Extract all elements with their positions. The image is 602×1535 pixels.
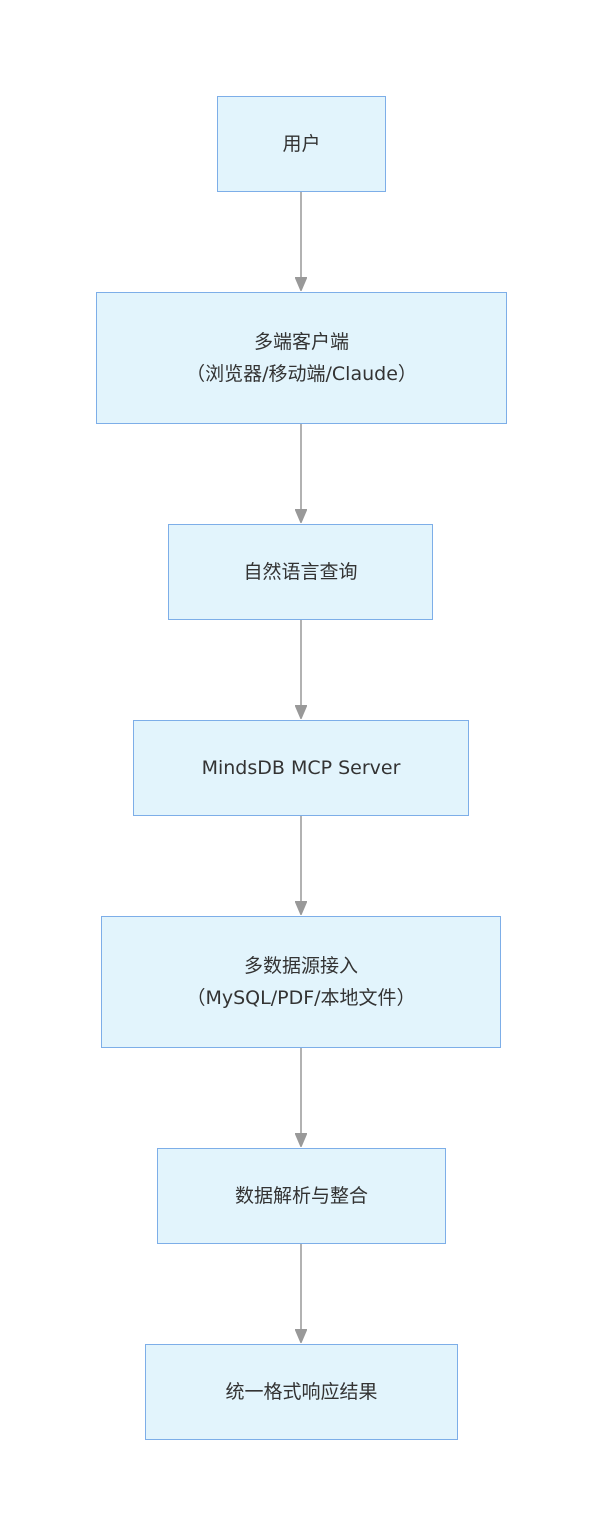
- node-user-label: 用户: [282, 133, 321, 155]
- node-multi-datasource: 多数据源接入 （MySQL/PDF/本地文件）: [101, 916, 501, 1048]
- node-user: 用户: [217, 96, 386, 192]
- node-natural-language-query-label: 自然语言查询: [243, 561, 358, 583]
- node-multi-client-sublabel: （浏览器/移动端/Claude）: [186, 363, 417, 385]
- node-unified-response-label: 统一格式响应结果: [225, 1381, 378, 1403]
- node-multi-datasource-label: 多数据源接入: [243, 955, 358, 977]
- node-natural-language-query: 自然语言查询: [168, 524, 433, 620]
- node-unified-response: 统一格式响应结果: [145, 1344, 458, 1440]
- node-data-parsing: 数据解析与整合: [157, 1148, 446, 1244]
- node-multi-client: 多端客户端 （浏览器/移动端/Claude）: [96, 292, 507, 424]
- node-mindsdb-mcp-server: MindsDB MCP Server: [133, 720, 469, 816]
- node-multi-client-label: 多端客户端: [253, 331, 349, 353]
- node-data-parsing-label: 数据解析与整合: [234, 1185, 368, 1207]
- node-multi-datasource-sublabel: （MySQL/PDF/本地文件）: [186, 987, 416, 1009]
- node-mindsdb-mcp-server-label: MindsDB MCP Server: [201, 757, 401, 779]
